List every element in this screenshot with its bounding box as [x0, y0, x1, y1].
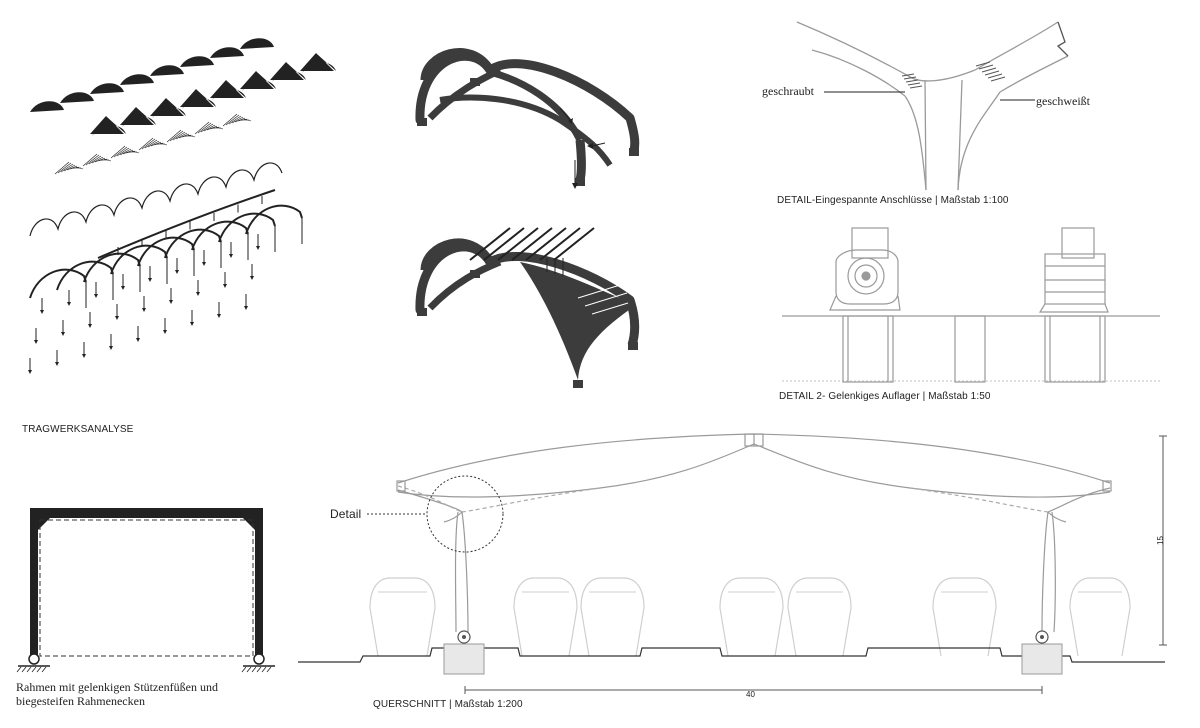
roof-outline	[396, 433, 1112, 633]
beam-layer	[97, 189, 276, 259]
label-bolted: geschraubt	[762, 84, 814, 98]
structure-model-bottom	[415, 227, 640, 388]
detail-fixed-connection	[796, 21, 1069, 191]
exploded-axonometric	[28, 38, 336, 374]
roof-panels-layer	[30, 38, 336, 136]
frames-layer	[29, 204, 303, 308]
load-arrows-layer	[28, 234, 260, 374]
detail-1-title: DETAIL-Eingespannte Anschlüsse | Maßstab…	[777, 195, 1009, 206]
dimension-height: 15	[1156, 535, 1166, 546]
detail-2-title: DETAIL 2- Gelenkiges Auflager | Maßstab …	[779, 391, 991, 402]
section-title: QUERSCHNITT | Maßstab 1:200	[373, 699, 523, 710]
frame-caption-line-2: biegesteifen Rahmenecken	[16, 694, 145, 708]
detail-pinned-support	[782, 227, 1160, 383]
cross-section	[298, 433, 1167, 694]
ground-and-foundations	[298, 647, 1165, 663]
structural-analysis-title: TRAGWERKSANALYSE	[22, 424, 134, 435]
section-detail-label: Detail	[330, 507, 362, 521]
dimension-lines	[464, 435, 1167, 694]
dimension-width: 40	[746, 690, 756, 699]
vehicle-outlines	[369, 577, 1131, 657]
weld-marks	[975, 61, 1006, 82]
ribs-layer	[54, 113, 252, 175]
structure-model-top	[415, 48, 640, 189]
bolt-marks	[901, 73, 923, 89]
frame-caption-line-1: Rahmen mit gelenkigen Stützenfüßen und	[16, 680, 218, 694]
portal-frame-diagram	[16, 508, 275, 673]
label-welded: geschweißt	[1036, 94, 1090, 108]
arch-layer	[29, 162, 283, 237]
